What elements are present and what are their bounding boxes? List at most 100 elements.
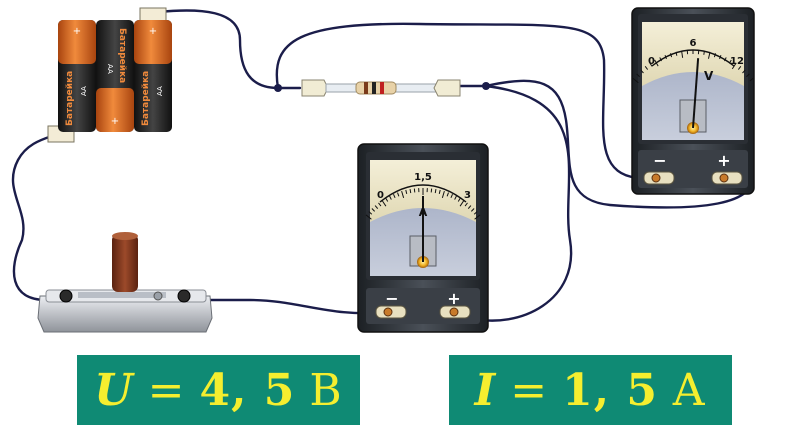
ammeter-scale-tick <box>459 200 465 207</box>
ammeter-scale-tick <box>464 202 468 207</box>
ammeter-scale-tick <box>473 211 478 215</box>
ammeter-scale-tick <box>441 191 445 199</box>
battery-cell-1-size: AA <box>80 86 88 96</box>
ammeter-scale-tick <box>450 193 453 199</box>
switch-terminal-left <box>59 289 73 303</box>
ammeter-scale-tick <box>454 195 457 200</box>
ammeter-scale-max: 3 <box>464 190 471 201</box>
current-formula: I = 1, 5 А <box>449 355 732 425</box>
voltmeter-scale-tick <box>742 69 746 74</box>
battery-cell-2: + Батарейка AA <box>96 20 134 132</box>
ammeter-minus-label: − <box>385 289 398 308</box>
voltmeter-scale-tick <box>719 55 722 60</box>
voltmeter-scale-tick <box>746 73 750 78</box>
wire-node-to-voltmeter-top <box>275 22 642 180</box>
battery-pack[interactable]: + Батарейка AA + Батарейка AA + Батарейк… <box>47 7 172 143</box>
ammeter-scale-tick <box>378 202 382 207</box>
voltmeter-scale-max: 12 <box>730 56 744 67</box>
ammeter-scale-tick <box>368 211 373 215</box>
switch-handle <box>112 234 138 292</box>
ammeter-scale-mid: 1,5 <box>414 172 432 183</box>
voltmeter-scale-tick <box>703 50 705 55</box>
voltmeter-unit-letter: V <box>704 69 714 83</box>
ammeter-scale-min: 0 <box>377 190 384 201</box>
voltmeter-scale-tick <box>749 77 754 82</box>
ammeter-scale-tick <box>389 195 392 200</box>
voltmeter-scale-tick <box>728 59 732 64</box>
ammeter-scale-tick <box>438 189 441 195</box>
voltmeter-scale-mid: 6 <box>690 38 697 49</box>
voltage-value: 4, 5 <box>199 364 296 416</box>
ammeter-scale-tick <box>365 214 372 220</box>
voltmeter-scale-tick <box>708 51 711 59</box>
current-value: 1, 5 <box>562 364 658 416</box>
ammeter-plus-label: + <box>447 289 460 308</box>
voltmeter-scale-tick <box>724 57 727 62</box>
battery-cell-1-plus: + <box>73 26 81 37</box>
switch[interactable] <box>37 232 213 333</box>
battery-cell-2-size: AA <box>106 64 114 74</box>
voltmeter-scale-tick <box>640 69 644 74</box>
voltmeter-scale-tick <box>669 53 673 58</box>
wire-switch-to-battery <box>11 134 54 302</box>
ammeter-scale-tick <box>401 191 405 199</box>
current-unit: А <box>672 364 707 416</box>
voltage-symbol: U <box>94 364 134 416</box>
current-equals: = <box>510 364 549 416</box>
voltmeter-scale-tick <box>737 66 742 70</box>
ammeter-scale-tick <box>397 192 400 197</box>
voltmeter-scale-ticks <box>632 50 754 84</box>
voltmeter-needle <box>692 58 700 129</box>
voltmeter-scale-min: 0 <box>648 56 655 67</box>
ammeter-scale-ticks <box>365 188 481 220</box>
battery-cell-2-plus: + <box>111 116 119 127</box>
junction-node-left <box>274 84 282 92</box>
battery-cell-3: + Батарейка AA <box>134 20 172 132</box>
ammeter-scale-tick <box>446 192 449 197</box>
ammeter-scale-tick <box>393 193 396 199</box>
ammeter-scale-tick <box>409 189 412 194</box>
ammeter-scale-tick <box>457 197 461 202</box>
switch-terminal-right <box>177 289 191 303</box>
voltmeter-scale-tick <box>731 62 737 70</box>
voltmeter-scale-tick <box>636 73 640 78</box>
battery-top-terminal <box>139 7 167 23</box>
voltage-unit: В <box>309 364 343 416</box>
voltage-formula: U = 4, 5 В <box>77 355 360 425</box>
wire-battery-to-rail <box>156 9 280 90</box>
switch-base <box>37 295 213 333</box>
ammeter-scale-tick <box>371 208 376 212</box>
ammeter-scale-tick <box>467 205 472 209</box>
battery-cell-1-label: Батарейка <box>65 71 75 126</box>
battery-cell-3-label: Батарейка <box>141 71 151 126</box>
voltmeter-scale-tick <box>649 62 653 67</box>
voltmeter-scale-tick <box>675 51 678 56</box>
voltmeter-scale-tick <box>654 59 659 67</box>
voltmeter-scale-tick <box>664 55 667 60</box>
resistor[interactable] <box>301 79 461 97</box>
voltmeter-scale-tick <box>644 66 649 70</box>
ammeter[interactable]: 0 1,5 3 A − + <box>357 143 489 333</box>
battery-cell-2-label: Батарейка <box>117 28 127 83</box>
voltmeter[interactable]: 0 6 12 V − + <box>631 7 755 195</box>
ammeter-scale-tick <box>474 214 481 220</box>
voltmeter-scale-tick <box>681 50 684 58</box>
junction-node-right <box>482 82 490 90</box>
voltmeter-scale-tick <box>713 53 717 58</box>
ammeter-scale-tick <box>374 205 379 209</box>
voltage-equals: = <box>147 364 186 416</box>
ammeter-scale-tick <box>381 200 387 207</box>
current-symbol: I <box>474 364 497 416</box>
battery-cell-3-size: AA <box>156 86 164 96</box>
voltmeter-scale-tick <box>659 57 662 62</box>
ammeter-scale-tick <box>385 197 389 202</box>
voltmeter-minus-label: − <box>653 151 666 170</box>
wire-ammeter-to-switch <box>204 298 390 315</box>
ammeter-scale-tick <box>405 189 408 195</box>
voltmeter-plus-label: + <box>717 151 730 170</box>
battery-cell-3-plus: + <box>149 26 157 37</box>
battery-cell-1: + Батарейка AA <box>58 20 96 132</box>
ammeter-scale-tick <box>434 189 437 194</box>
ammeter-scale-tick <box>470 208 475 212</box>
